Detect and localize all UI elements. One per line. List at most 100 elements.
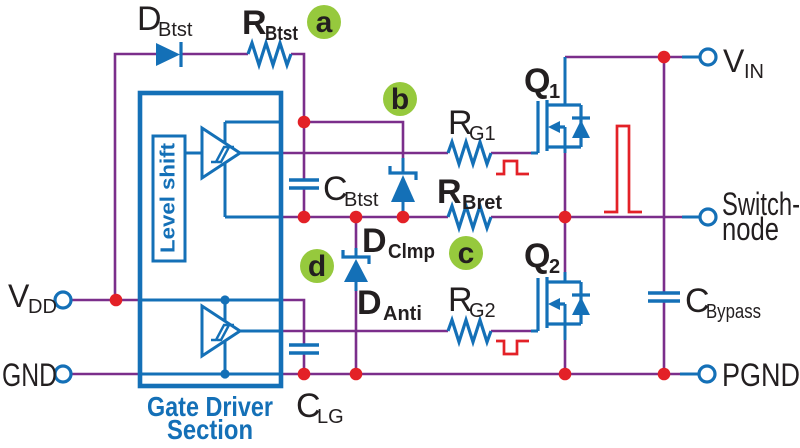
danti-diode-symbol <box>344 259 368 282</box>
gate-driver-label-line1: Gate Driver <box>147 391 273 422</box>
dclmp-cathode-bar <box>388 166 418 180</box>
rail-highside-supply <box>223 120 281 219</box>
resistor-rbret <box>446 200 493 234</box>
rbret-resistor-symbol <box>446 200 493 234</box>
high-side-buffer <box>200 125 243 181</box>
high-gate-pulse <box>496 159 529 176</box>
switch-node-label-line2: node <box>722 211 779 247</box>
rbtst-label: R <box>242 4 267 42</box>
badge-c <box>449 236 483 270</box>
cbypass-label: C <box>685 282 710 320</box>
gate-driver-box <box>137 90 284 389</box>
danti-cathode-bar <box>341 250 371 264</box>
clg-label: C <box>296 387 321 425</box>
junction-cbtst-switch <box>297 210 311 224</box>
cbtst-capacitor-symbol <box>289 178 319 190</box>
wire-vdd-to-bootstrap <box>113 52 156 300</box>
junction-q2-pgnd <box>558 367 572 381</box>
badge-c-letter: c <box>458 237 475 270</box>
low-gate-pulse <box>496 339 529 356</box>
terminals <box>53 47 718 384</box>
mosfet-q1 <box>531 57 590 155</box>
q2-label: Q <box>524 237 550 275</box>
capacitor-cbypass <box>648 291 680 303</box>
gnd-terminal <box>53 364 73 384</box>
badge-b-letter: b <box>391 83 409 116</box>
wiring <box>71 52 682 376</box>
badge-a <box>307 5 341 39</box>
junction-boot-rail <box>297 115 311 129</box>
waveforms <box>496 124 642 356</box>
capacitor-cbtst <box>289 178 319 190</box>
dbtst-label: D <box>137 0 162 38</box>
junction-vdd-buffer <box>220 295 230 305</box>
junction-q1q2-switch <box>558 210 572 224</box>
clg-capacitor-symbol <box>289 343 319 355</box>
rg2-label-sub: G2 <box>469 300 496 322</box>
bootstrap-diode-dbtst <box>156 42 183 67</box>
gate-driver-label-line2: Section <box>167 414 253 445</box>
gate-driver-section: Level shift Gate Driver Section <box>137 90 284 445</box>
dbtst-label-sub: Btst <box>158 19 193 41</box>
junction-danti-gnd <box>349 367 363 381</box>
junction-clg-gnd <box>297 367 311 381</box>
vdd-label-sub: DD <box>28 296 57 318</box>
gnd-label: GND <box>2 357 57 393</box>
q2-label-sub: 2 <box>549 256 560 278</box>
badge-d-letter: d <box>308 250 326 283</box>
rg1-label: R <box>448 104 473 142</box>
zener-dclmp <box>388 158 418 217</box>
wire-boot-rail <box>304 120 405 158</box>
cbypass-label-sub: Bypass <box>706 301 761 323</box>
badge-a-letter: a <box>316 6 333 39</box>
vin-terminal <box>698 47 718 67</box>
rg1-resistor-symbol <box>446 136 493 170</box>
capacitor-clg <box>289 343 319 355</box>
badge-d <box>300 249 334 283</box>
cbypass-capacitor-symbol <box>648 291 680 303</box>
vin-label-sub: IN <box>744 61 764 83</box>
dbtst-diode-symbol <box>156 43 180 66</box>
junction-cbypass-pgnd <box>657 367 671 381</box>
level-shift-label: Level shift <box>157 143 179 253</box>
wire-clg-vertical <box>281 298 306 374</box>
dclmp-label-sub: Clmp <box>388 241 435 263</box>
component-labels: D Btst R Btst C Btst D Clmp D Anti R Bre… <box>137 0 761 428</box>
switch-node-pulse <box>604 124 642 214</box>
vin-label: V <box>723 43 745 79</box>
low-side-buffer <box>200 303 243 359</box>
terminal-labels: V DD GND V IN Switch- node PGND <box>2 43 800 393</box>
junction-gnd-buffer <box>220 369 230 379</box>
vdd-terminal <box>53 290 73 310</box>
rbret-label: R <box>437 173 462 211</box>
dclmp-diode-symbol <box>391 175 415 202</box>
rbret-label-sub: Bret <box>462 192 502 214</box>
junction-danti-switch <box>349 210 363 224</box>
danti-label: D <box>357 284 382 322</box>
level-shift-box <box>151 134 187 263</box>
rg2-resistor-symbol <box>446 314 493 348</box>
vdd-label: V <box>8 278 30 314</box>
q1-label-sub: 1 <box>549 81 560 103</box>
rbtst-label-sub: Btst <box>265 23 298 45</box>
danti-label-sub: Anti <box>383 303 422 325</box>
wire-rbtst-to-bootrail <box>291 52 306 122</box>
mosfet-q2 <box>531 272 590 340</box>
rbtst-resistor-symbol <box>246 37 293 71</box>
rg2-label: R <box>448 281 473 319</box>
badge-b <box>383 82 417 116</box>
switch-node-terminal <box>698 207 718 227</box>
q2-body-arrow <box>548 298 560 310</box>
pgnd-terminal <box>697 364 717 384</box>
rg1-label-sub: G1 <box>469 123 496 145</box>
cbtst-label: C <box>323 170 348 208</box>
zener-danti <box>341 248 371 291</box>
callout-badges: a b c d <box>300 5 483 283</box>
clg-label-sub: LG <box>317 406 344 428</box>
q1-body-diode <box>572 120 590 138</box>
junction-dclmp-switch <box>396 210 410 224</box>
q1-label: Q <box>524 62 550 100</box>
junction-dots <box>109 50 671 381</box>
